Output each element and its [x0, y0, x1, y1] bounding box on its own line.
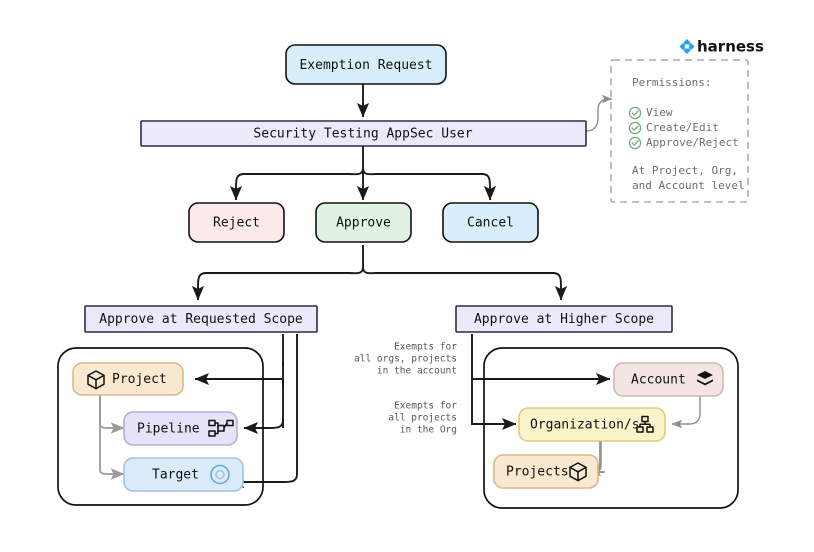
node-label: Exemption Request [299, 58, 432, 73]
annotation-line: in the Org [400, 425, 457, 436]
annotation-account-note: Exempts for all orgs, projects in the ac… [354, 342, 457, 377]
node-label: Organization/s [530, 418, 640, 433]
check-circle-icon [628, 121, 642, 135]
hierarchy-icon [636, 415, 654, 433]
permissions-footer-line: At Project, Org, [632, 164, 738, 177]
edge-requested-trunk [282, 334, 298, 483]
node-label: Account [631, 373, 686, 388]
permission-item-approve-reject: Approve/Reject [628, 136, 739, 150]
node-reject[interactable]: Reject [188, 202, 285, 243]
requested-scope-container [57, 347, 264, 506]
node-label: Approve at Requested Scope [99, 312, 303, 327]
annotation-line: all projects [388, 413, 457, 424]
annotation-line: Exempts for [394, 401, 457, 412]
permission-label: Create/Edit [646, 121, 719, 134]
cube-icon [87, 370, 105, 390]
check-circle-icon [628, 136, 642, 150]
node-approve-higher-scope[interactable]: Approve at Higher Scope [455, 305, 673, 333]
node-projects[interactable]: Projects [493, 454, 599, 489]
cube-icon [569, 462, 587, 482]
edge-approve-to-higher-scope [362, 266, 568, 301]
pipeline-icon [208, 419, 234, 437]
annotation-line: Exempts for [394, 342, 457, 353]
edge-actor-to-cancel [362, 167, 497, 201]
node-label: Projects [506, 465, 569, 480]
node-approve-requested-scope[interactable]: Approve at Requested Scope [84, 305, 318, 333]
node-target[interactable]: Target [123, 457, 244, 492]
node-label: Reject [213, 216, 260, 231]
permissions-panel: Permissions: View Create/Edit [610, 59, 749, 203]
node-label: Approve at Higher Scope [474, 312, 654, 327]
edge-higher-to-orgs [471, 379, 517, 431]
node-appsec-user[interactable]: Security Testing AppSec User [140, 120, 587, 147]
annotation-line: all orgs, projects [354, 354, 457, 365]
node-approve[interactable]: Approve [315, 202, 412, 243]
edge-approve-to-requested-scope [191, 266, 364, 301]
edge-actor-to-permissions [585, 94, 613, 132]
edge-project-to-target [99, 395, 125, 480]
annotation-line: in the account [377, 366, 457, 377]
node-label: Target [152, 468, 199, 483]
permission-label: View [646, 106, 673, 119]
node-pipeline[interactable]: Pipeline [123, 411, 238, 446]
node-exemption-request[interactable]: Exemption Request [285, 44, 447, 85]
check-circle-icon [628, 106, 642, 120]
node-label: Pipeline [137, 422, 200, 437]
permission-label: Approve/Reject [646, 136, 739, 149]
permissions-border [610, 59, 749, 203]
brand-name: harness [697, 38, 764, 56]
harness-diamond-logo-icon [679, 39, 695, 54]
permissions-heading: Permissions: [632, 76, 711, 89]
edge-account-to-orgs [671, 396, 701, 429]
permission-item-create-edit: Create/Edit [628, 121, 719, 135]
annotation-org-note: Exempts for all projects in the Org [388, 401, 457, 436]
edge-actor-to-reject [229, 167, 364, 201]
node-label: Security Testing AppSec User [253, 127, 472, 142]
permissions-footer-line: and Account level [632, 179, 745, 192]
node-account[interactable]: Account [613, 362, 724, 397]
node-organizations[interactable]: Organization/s [518, 407, 666, 442]
node-project[interactable]: Project [72, 362, 184, 396]
node-label: Project [112, 372, 167, 387]
node-label: Cancel [467, 216, 514, 231]
harness-brand: harness [679, 38, 764, 56]
higher-scope-container [483, 347, 739, 509]
node-cancel[interactable]: Cancel [442, 202, 539, 243]
layers-icon [697, 371, 713, 386]
node-label: Approve [336, 216, 391, 231]
target-icon [210, 464, 230, 485]
permission-item-view: View [628, 106, 673, 120]
